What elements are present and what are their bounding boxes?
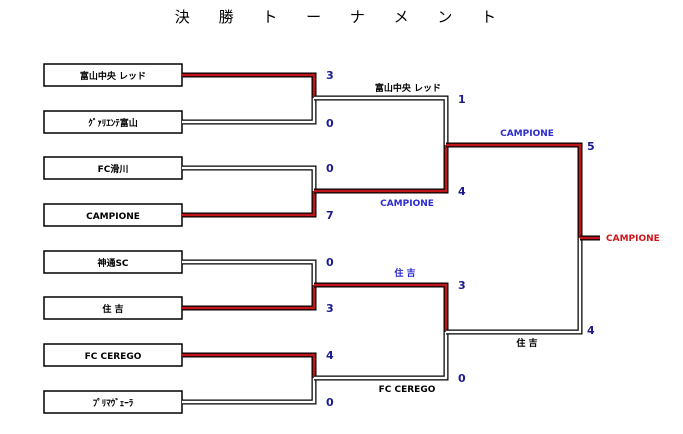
team-box-3: FC滑川 (43, 156, 183, 180)
score-semi-1-bottom: 4 (458, 185, 466, 198)
score-match-4-bottom: 0 (326, 396, 334, 409)
advance-label-match-2: CAMPIONE (380, 199, 434, 209)
advance-label-semi-2: 住 吉 (516, 337, 537, 349)
score-match-1-bottom: 0 (326, 117, 334, 130)
advance-label-match-3: 住 吉 (394, 267, 415, 279)
semi-1-connector (314, 95, 449, 194)
score-final-bottom: 4 (587, 324, 595, 337)
match-1-connector (182, 72, 317, 125)
team-name: FC滑川 (98, 163, 129, 175)
team-name: 神通SC (97, 257, 128, 269)
score-semi-2-top: 3 (458, 279, 466, 292)
advance-label-match-4: FC CEREGO (379, 385, 436, 395)
team-name: FC CEREGO (85, 352, 142, 362)
match-2-connector (182, 165, 317, 218)
team-box-5: 神通SC (43, 250, 183, 274)
match-4-connector (182, 352, 317, 405)
team-box-2: ｸﾞｧﾘｴﾝﾃ富山 (43, 110, 183, 134)
score-semi-2-bottom: 0 (458, 372, 466, 385)
team-name: CAMPIONE (86, 212, 140, 222)
score-semi-1-top: 1 (458, 93, 466, 106)
score-match-3-bottom: 3 (326, 302, 334, 315)
final-connector (446, 142, 600, 335)
team-name: 富山中央 レッド (80, 70, 146, 82)
champion-label: CAMPIONE (606, 234, 660, 244)
team-name: 住 吉 (102, 303, 123, 315)
score-match-3-top: 0 (326, 256, 334, 269)
team-box-7: FC CEREGO (43, 343, 183, 367)
score-match-4-top: 4 (326, 349, 334, 362)
score-match-2-bottom: 7 (326, 209, 334, 222)
team-box-4: CAMPIONE (43, 203, 183, 227)
semi-2-connector (314, 282, 449, 381)
team-box-6: 住 吉 (43, 296, 183, 320)
advance-label-semi-1: CAMPIONE (500, 129, 554, 139)
team-name: ｸﾞｧﾘｴﾝﾃ富山 (88, 117, 138, 129)
team-name: ﾌﾟﾘﾏｳﾞｪｰﾗ (93, 397, 134, 409)
score-match-1-top: 3 (326, 69, 334, 82)
score-final-top: 5 (587, 140, 595, 153)
match-3-connector (182, 259, 317, 311)
page-title: 決 勝 ト ー ナ メ ン ト (174, 8, 509, 26)
score-match-2-top: 0 (326, 162, 334, 175)
team-box-8: ﾌﾟﾘﾏｳﾞｪｰﾗ (43, 390, 183, 414)
advance-label-match-1: 富山中央 レッド (375, 82, 441, 94)
team-box-1: 富山中央 レッド (43, 63, 183, 87)
